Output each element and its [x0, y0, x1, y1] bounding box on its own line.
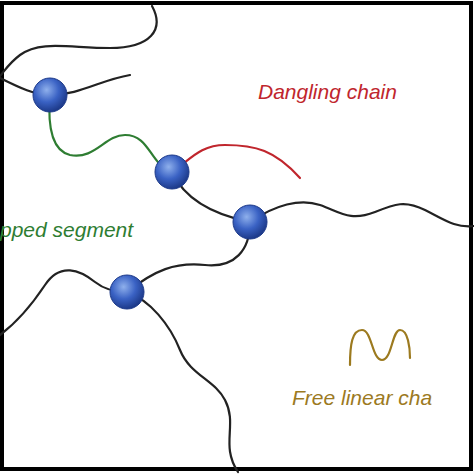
polymer-chain	[0, 6, 157, 76]
polymer-chain	[250, 202, 474, 226]
polymer-chain	[0, 270, 127, 335]
trapped-segment-chain	[49, 95, 172, 172]
free-linear-chain	[350, 330, 410, 365]
crosslink-bead	[155, 155, 189, 189]
free-chain-label: Free linear cha	[292, 386, 474, 410]
crosslink-bead	[110, 275, 144, 309]
crosslink-bead	[33, 78, 67, 112]
polymer-chain	[127, 292, 238, 472]
dangling-chain	[172, 145, 300, 178]
trapped-segment-label: pped segment	[0, 218, 200, 242]
polymer-chain	[127, 222, 250, 292]
dangling-chain-label: Dangling chain	[258, 80, 468, 104]
crosslink-bead	[233, 205, 267, 239]
